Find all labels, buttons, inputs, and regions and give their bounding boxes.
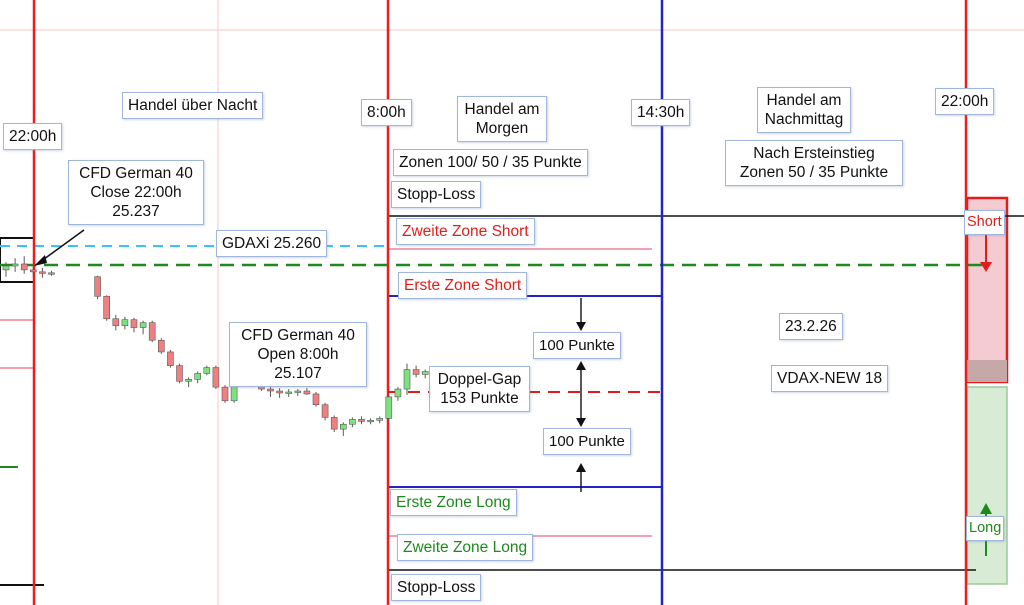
label-zonen-morgen: Zonen 100/ 50 / 35 Punkte (393, 149, 588, 176)
label-stopp-loss-bottom: Stopp-Loss (391, 574, 482, 601)
time-label-2200-right: 22:00h (935, 88, 995, 115)
label-line: Open 8:00h (257, 346, 339, 363)
candle-body (294, 390, 302, 393)
label-short: Short (964, 210, 1005, 235)
candle-body (403, 369, 411, 390)
label-line: Nach Ersteinstieg (753, 145, 875, 162)
close-pointer-line (39, 229, 85, 263)
label-line: Handel am (464, 101, 540, 118)
label-line: Zonen 50 / 35 Punkte (739, 164, 889, 181)
label-date: 23.2.26 (779, 313, 843, 340)
label-line: Morgen (475, 120, 529, 137)
arrow-up-head (576, 463, 586, 472)
candle-body (358, 419, 365, 422)
candle-body (421, 371, 429, 375)
label-100-punkte-top: 100 Punkte (533, 332, 621, 359)
label-close: CFD German 40 Close 22:00h 25.237 (68, 160, 204, 225)
label-erste-zone-long: Erste Zone Long (390, 489, 517, 516)
label-doppel-gap: Doppel-Gap 153 Punkte (429, 366, 530, 412)
label-line: Doppel-Gap (437, 371, 522, 388)
label-stopp-loss-top: Stopp-Loss (391, 181, 482, 208)
label-erste-zone-short: Erste Zone Short (398, 272, 528, 299)
short-zone-overlap (967, 360, 1007, 382)
candle-body (194, 373, 201, 380)
label-line: 25.107 (274, 365, 322, 382)
label-long: Long (966, 516, 1005, 541)
short-arrow-head (980, 262, 992, 272)
candle-body (11, 263, 19, 267)
candle-body (339, 423, 347, 430)
candle-body (48, 272, 55, 275)
candle-body (385, 396, 393, 419)
time-label-1430: 14:30h (631, 99, 691, 126)
label-100-punkte-bottom: 100 Punkte (543, 428, 631, 455)
candle-body (367, 420, 374, 423)
close-pointer-arrowhead (34, 255, 47, 266)
candle-body (221, 386, 229, 402)
candle-body (412, 369, 420, 375)
candle-body (39, 271, 46, 274)
candle-body (349, 419, 356, 425)
label-line: 25.237 (112, 203, 160, 220)
label-line: CFD German 40 (241, 327, 355, 344)
candle-body (321, 404, 329, 418)
time-label-2200-left: 22:00h (3, 123, 63, 150)
candle-body (303, 390, 311, 395)
arrow-double-head-down (576, 418, 586, 427)
label-gdaxi: GDAXi 25.260 (216, 230, 328, 257)
label-vdax: VDAX-NEW 18 (771, 365, 889, 392)
long-arrow-head (980, 503, 992, 514)
arrow-double-head-up (576, 361, 586, 370)
label-zweite-zone-short: Zweite Zone Short (396, 218, 535, 245)
candle-body (176, 365, 183, 382)
candle-body (103, 295, 110, 320)
candle-body (167, 351, 174, 366)
label-line: Close 22:00h (90, 184, 182, 201)
candle-body (20, 263, 28, 271)
candle-body (185, 378, 192, 382)
candle-body (158, 339, 165, 353)
candle-body (312, 393, 320, 406)
candle-body (376, 418, 384, 421)
candle-body (139, 322, 147, 328)
label-open: CFD German 40 Open 8:00h 25.107 (229, 322, 367, 387)
candle-body (112, 318, 120, 326)
label-line: 153 Punkte (440, 390, 519, 407)
candle-body (121, 319, 129, 326)
candle-body (130, 319, 138, 328)
candle-body (203, 367, 211, 374)
left-black-box (0, 237, 35, 283)
candle-body (267, 388, 274, 392)
label-line: Nachmittag (764, 111, 844, 128)
candle-body (29, 269, 37, 273)
label-line: CFD German 40 (79, 165, 193, 182)
candle-body (94, 276, 101, 297)
candle-body (394, 388, 402, 398)
candle-body (285, 391, 293, 394)
candle-body (212, 367, 220, 388)
arrow-down-head (576, 322, 586, 331)
label-handel-am-nachmittag: Handel am Nachmittag (757, 87, 851, 133)
label-handel-am-morgen: Handel am Morgen (457, 96, 547, 142)
label-handel-ueber-nacht: Handel über Nacht (122, 92, 264, 119)
label-zweite-zone-long: Zweite Zone Long (397, 534, 534, 561)
time-label-0800: 8:00h (361, 99, 412, 126)
candle-body (330, 417, 338, 430)
label-line: Handel am (766, 92, 842, 109)
candle-body (2, 265, 10, 271)
candle-body (148, 322, 156, 341)
label-nach-ersteinstieg: Nach Ersteinstieg Zonen 50 / 35 Punkte (725, 140, 903, 186)
candle-body (276, 390, 283, 394)
